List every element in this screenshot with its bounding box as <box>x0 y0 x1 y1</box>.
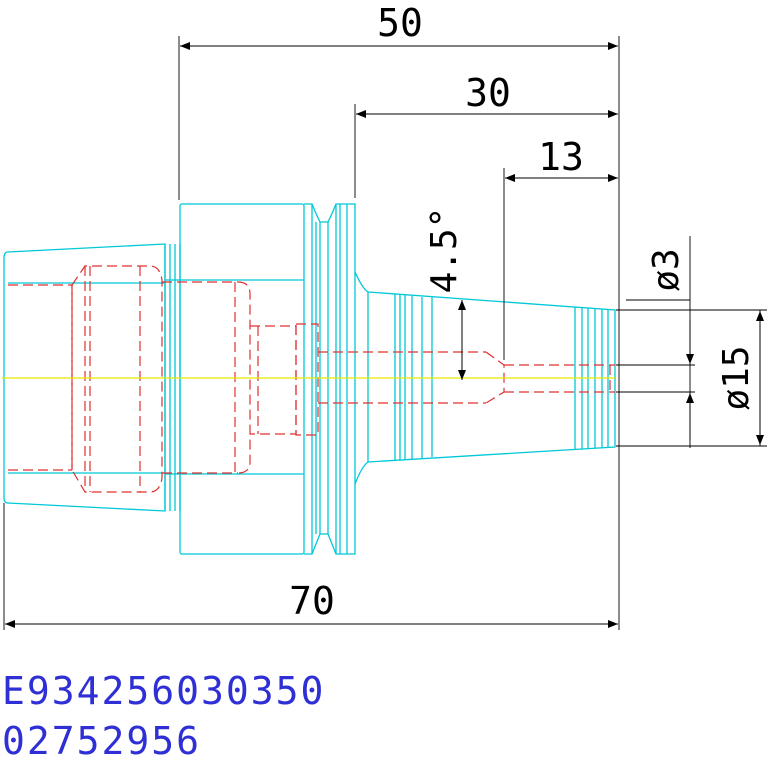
dimension-lines <box>5 42 764 628</box>
extension-lines <box>3 36 767 630</box>
dim-text-30: 30 <box>465 71 511 115</box>
dim-text-13: 13 <box>538 135 584 179</box>
part-code: E934256030350 <box>2 669 326 713</box>
dim-text-50: 50 <box>377 1 423 45</box>
dim-text-dia3: ø3 <box>646 248 687 291</box>
hidden-lines <box>8 265 615 493</box>
dim-text-angle: 4.5° <box>424 207 465 294</box>
dim-text-70: 70 <box>289 579 335 623</box>
part-outline <box>3 203 616 555</box>
dim-text-dia15: ø15 <box>716 345 757 410</box>
part-number: 02752956 <box>2 719 202 763</box>
